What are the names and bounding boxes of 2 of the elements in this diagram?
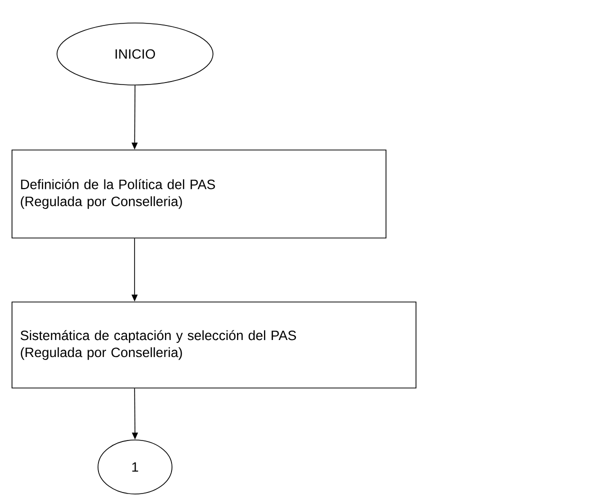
process-box: Definición de la Política del PAS (Regulada por Conselleria) <box>12 150 386 238</box>
process-box: Sistemática de captación y selección del PAS (Regulada por Conselleria) <box>12 302 416 388</box>
